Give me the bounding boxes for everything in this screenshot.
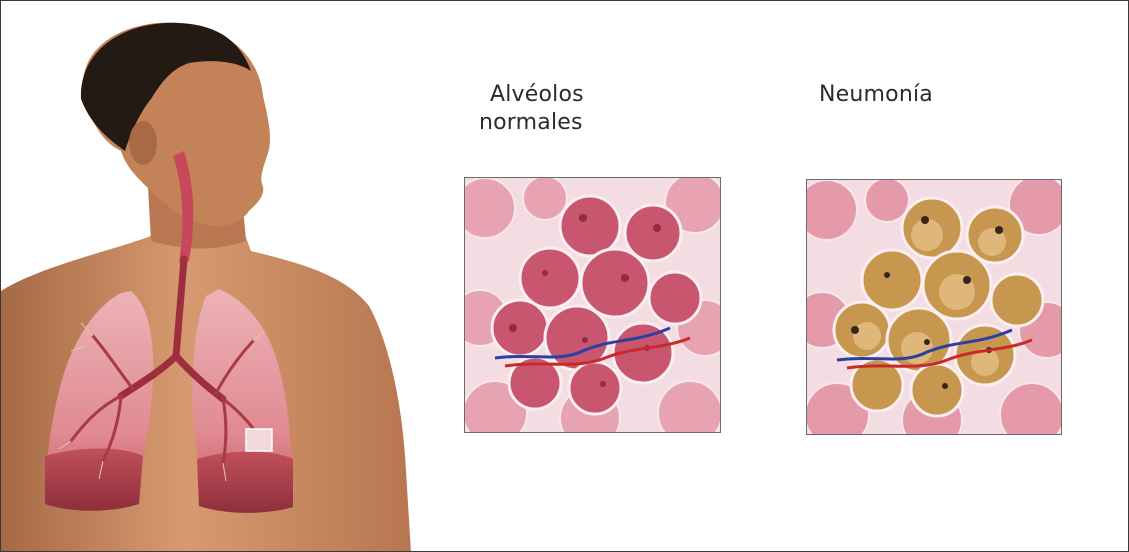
normal-alveoli-label-line1: Alvéolos (479, 81, 639, 109)
pneumonia-label: Neumonía (819, 81, 979, 109)
normal-alveoli-panel (464, 177, 721, 433)
normal-alveoli-label-line2: normales (479, 109, 639, 137)
human-respiratory-illustration (1, 1, 441, 552)
pneumonia-alveoli-illustration (807, 180, 1061, 434)
normal-alveoli-label: Alvéolos normales (479, 81, 639, 137)
pneumonia-alveoli-panel (806, 179, 1062, 435)
normal-alveoli-illustration (465, 178, 720, 432)
